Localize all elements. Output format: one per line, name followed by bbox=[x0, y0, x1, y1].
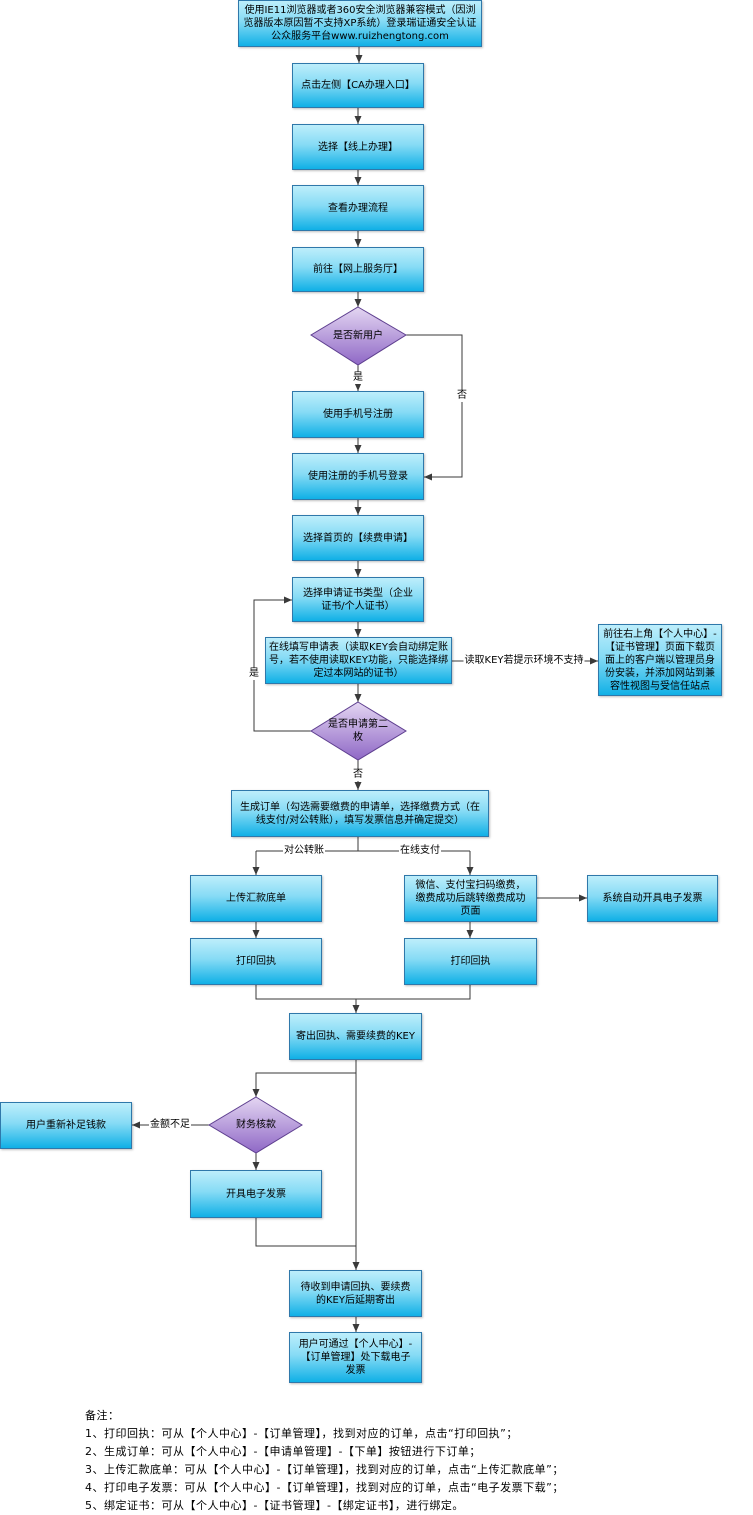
step-delay-mail: 待收到申请回执、要续费的KEY后延期寄出 bbox=[289, 1270, 422, 1317]
step-renew-apply: 选择首页的【续费申请】 bbox=[292, 515, 424, 561]
decision-label-second-cert: 是否申请第二枚 bbox=[328, 719, 388, 743]
step-top-up: 用户重新补足钱款 bbox=[0, 1102, 132, 1149]
step-upload-slip: 上传汇款底单 bbox=[190, 875, 322, 922]
connector bbox=[252, 1072, 356, 1097]
step-fill-form: 在线填写申请表（读取KEY会自动绑定账号，若不使用读取KEY功能，只能选择绑定过… bbox=[265, 637, 452, 684]
decision-diamond-finance-check bbox=[208, 1096, 303, 1154]
step-view-process: 查看办理流程 bbox=[292, 185, 424, 231]
note-item: 3、上传汇款底单：可从【个人中心】-【订单管理】，找到对应的订单，点击“上传汇款… bbox=[85, 1463, 564, 1476]
edge-label-online-pay: 在线支付 bbox=[399, 845, 441, 857]
step-scan-pay: 微信、支付宝扫码缴费，缴费成功后跳转缴费成功页面 bbox=[404, 875, 537, 922]
step-generate-order: 生成订单（勾选需要缴费的申请单，选择缴费方式（在线支付/对公转账），填写发票信息… bbox=[231, 790, 489, 837]
connector-merge bbox=[255, 985, 471, 1000]
note-item: 5、绑定证书：可从【个人中心】-【证书管理】-【绑定证书】，进行绑定。 bbox=[85, 1499, 464, 1512]
edge-label-no-new-user: 否 bbox=[456, 390, 468, 402]
step-phone-login: 使用注册的手机号登录 bbox=[292, 453, 424, 500]
decision-label-finance-check: 财务核款 bbox=[236, 1119, 276, 1131]
step-online-handling: 选择【线上办理】 bbox=[292, 124, 424, 170]
step-issue-invoice: 开具电子发票 bbox=[190, 1170, 322, 1218]
connector-no-new-user bbox=[406, 334, 463, 481]
edge-label-bank-transfer: 对公转账 bbox=[283, 845, 325, 857]
step-service-hall: 前往【网上服务厅】 bbox=[292, 247, 424, 292]
note-item: 2、生成订单：可从【个人中心】-【申请单管理】-【下单】按钮进行下订单； bbox=[85, 1445, 481, 1458]
step-mail-key: 寄出回执、需要续费的KEY bbox=[289, 1013, 422, 1060]
step-env-fix: 前往右上角【个人中心】-【证书管理】页面下载页面上的客户端以管理员身份安装，并添… bbox=[598, 624, 722, 696]
step-print-receipt-right: 打印回执 bbox=[404, 938, 537, 985]
step-print-receipt-left: 打印回执 bbox=[190, 938, 322, 985]
step-phone-register: 使用手机号注册 bbox=[292, 391, 424, 438]
edge-label-yes-second-cert: 是 bbox=[248, 668, 260, 680]
edge-label-no-second-cert: 否 bbox=[352, 769, 364, 781]
note-item: 1、打印回执：可从【个人中心】-【订单管理】，找到对应的订单，点击“打印回执”； bbox=[85, 1427, 518, 1440]
edge-label-insufficient: 金额不足 bbox=[149, 1119, 191, 1131]
step-download-invoice: 用户可通过【个人中心】-【订单管理】处下载电子发票 bbox=[289, 1332, 422, 1383]
connector-second-cert-loop bbox=[253, 596, 311, 732]
note-item: 4、打印电子发票：可从【个人中心】-【订单管理】，找到对应的订单，点击“电子发票… bbox=[85, 1481, 564, 1494]
decision-label-new-user: 是否新用户 bbox=[333, 330, 383, 342]
connector bbox=[255, 1218, 356, 1247]
step-ca-entry: 点击左侧【CA办理入口】 bbox=[292, 63, 424, 108]
step-auto-invoice: 系统自动开具电子发票 bbox=[587, 875, 718, 922]
decision-diamond-second-cert bbox=[310, 701, 407, 761]
notes-section: 备注： 1、打印回执：可从【个人中心】-【订单管理】，找到对应的订单，点击“打印… bbox=[85, 1407, 564, 1515]
notes-title: 备注： bbox=[85, 1409, 120, 1422]
edge-label-env-unsupported: 读取KEY若提示环境不支持 bbox=[463, 655, 585, 667]
decision-diamond-new-user bbox=[310, 306, 407, 366]
edge-label-yes-new-user: 是 bbox=[352, 372, 364, 384]
step-start-browser-login: 使用IE11浏览器或者360安全浏览器兼容模式（因浏览器版本原因暂不支持XP系统… bbox=[238, 0, 482, 47]
step-cert-type: 选择申请证书类型（企业证书/个人证书） bbox=[292, 577, 424, 622]
